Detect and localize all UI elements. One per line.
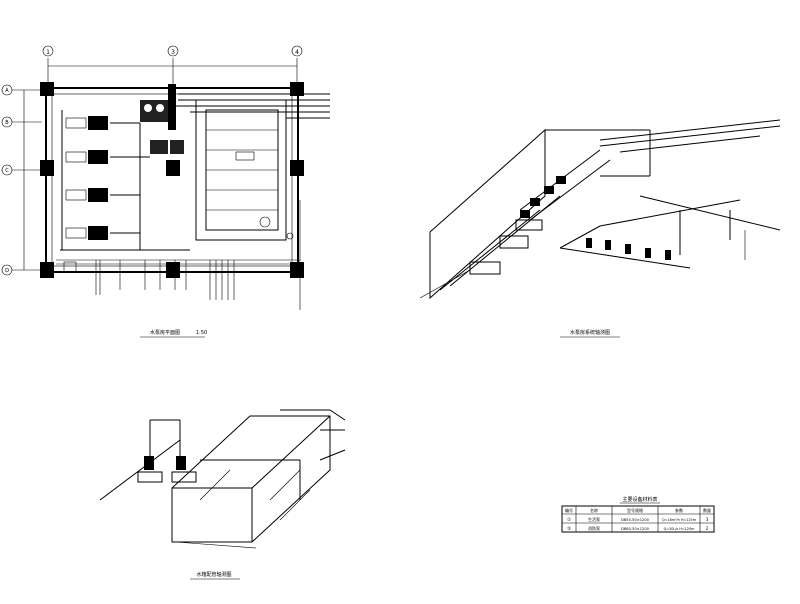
structural-column <box>166 160 180 176</box>
iso-valve <box>665 250 671 260</box>
structural-column <box>40 160 54 176</box>
iso-valve <box>625 244 631 254</box>
grid-bubble-d <box>1 264 13 276</box>
grid-label-b: B <box>5 120 9 126</box>
plan-title: 水泵房平面图 <box>150 329 180 336</box>
structural-column <box>40 262 54 278</box>
structural-column <box>290 82 304 96</box>
grid-bubble-c <box>1 164 13 176</box>
pressure-tank-unit <box>140 100 168 122</box>
table-header-row: 编号 名称 型号规格 参数 数量 <box>565 507 711 513</box>
iso-tank-pump <box>144 456 154 470</box>
grid-bubble-a <box>1 84 13 96</box>
grid-label-1: 1 <box>46 49 50 56</box>
tank-manhole <box>259 216 271 228</box>
structural-column <box>166 262 180 278</box>
grid-bubble-b <box>1 116 13 128</box>
table-row: ① 生活泵 DB50-50×1200 Q=18m³/h H=125m 3 <box>567 516 709 523</box>
iso-valve <box>605 240 611 250</box>
table-row: ② 消防泵 DB80-50×1200 Q=30L/s H=120m 2 <box>567 525 709 532</box>
grid-bubble-3 <box>167 45 179 57</box>
iso-valve <box>645 248 651 258</box>
table-cell: 3 <box>706 517 709 522</box>
structural-column <box>40 82 54 96</box>
pump-room-plan: 1 3 4 A B C D <box>1 45 330 338</box>
plan-piping <box>56 93 330 310</box>
water-tank-plan <box>195 99 287 241</box>
grid-label-d: D <box>5 268 9 274</box>
iso-wall-panel <box>429 128 546 300</box>
iso-pump-base <box>469 261 501 275</box>
table-header-cell: 参数 <box>675 507 683 513</box>
table-header-cell: 数量 <box>703 507 711 513</box>
pump-group-plan <box>65 84 184 240</box>
pump-unit <box>170 140 184 154</box>
equipment-table-title: 主要设备材料表 <box>622 496 657 503</box>
equipment-table: 主要设备材料表 编号 名称 型号规格 参数 数量 ① 生活泵 DB50-50×1… <box>561 496 715 533</box>
table-cell: Q=18m³/h H=125m <box>662 518 697 522</box>
structural-column <box>290 160 304 176</box>
system-isometric-view: 水泵房系统轴测图 <box>419 119 781 338</box>
table-header-cell: 名称 <box>590 507 598 513</box>
tank-isometric-view: 水箱配管轴测图 <box>99 409 346 580</box>
grid-axis-top: 1 3 4 <box>42 45 303 84</box>
table-cell: DB50-50×1200 <box>621 518 650 522</box>
table-header-cell: 型号规格 <box>627 507 643 513</box>
structural-column <box>290 262 304 278</box>
table-cell: 2 <box>706 526 709 531</box>
grid-label-c: C <box>5 168 9 174</box>
iso-pump-base <box>515 219 543 231</box>
grid-label-a: A <box>5 88 9 94</box>
iso-tank-body <box>171 415 331 543</box>
table-cell: Q=30L/s H=120m <box>664 527 696 531</box>
table-cell: DB80-50×1200 <box>621 527 650 531</box>
pump-unit <box>88 150 108 164</box>
grid-label-4: 4 <box>295 49 299 56</box>
pump-unit <box>150 140 168 154</box>
table-cell: 生活泵 <box>588 516 600 522</box>
grid-bubble-1 <box>42 45 54 57</box>
iso-valve <box>586 238 592 248</box>
pump-unit <box>88 116 108 130</box>
plan-scale: 1:50 <box>196 330 207 336</box>
riser-pipe <box>168 84 176 130</box>
table-cell: ① <box>567 517 571 523</box>
iso-main-title: 水泵房系统轴测图 <box>570 329 610 336</box>
grid-bubble-4 <box>291 45 303 57</box>
iso-pump-base <box>499 235 529 249</box>
table-cell: ② <box>567 526 571 532</box>
table-cell: 消防泵 <box>588 525 600 531</box>
table-header-cell: 编号 <box>565 507 573 513</box>
grid-label-3: 3 <box>171 49 175 56</box>
grid-axis-left: A B C D <box>1 84 42 276</box>
iso-tank-title: 水箱配管轴测图 <box>196 571 231 578</box>
pump-unit <box>88 226 108 240</box>
iso-tank-pump <box>176 456 186 470</box>
pump-unit <box>88 188 108 202</box>
